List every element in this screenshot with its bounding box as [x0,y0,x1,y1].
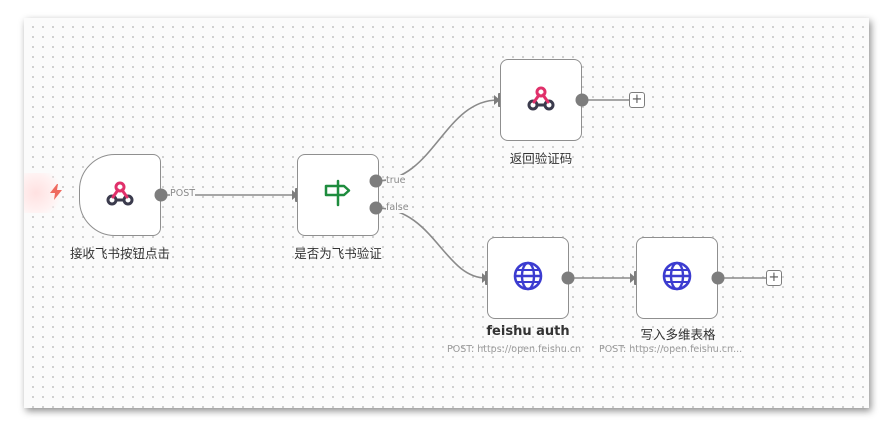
node-subtitle-write-table: POST: https://open.feishu.cn... [599,344,743,355]
edge-if-false-to-feishu-auth [375,207,487,279]
arrowhead-respond [494,95,500,105]
output-handle-respond[interactable] [575,93,589,107]
node-write-table[interactable] [636,237,718,319]
node-subtitle-feishu-auth: POST: https://open.feishu.cn [447,344,582,355]
node-webhook-trigger[interactable] [79,154,161,236]
node-label-respond: 返回验证码 [509,151,573,166]
node-feishu-auth[interactable] [487,237,569,319]
node-label-write-table: 写入多维表格 [640,327,716,342]
edge-label-post: POST [170,188,196,199]
workflow-canvas[interactable]: POST 接收飞书按钮点击 true false 是否为飞书验证 + [24,18,869,408]
node-respond[interactable] [500,59,582,141]
edge-label-false: false [386,202,409,213]
output-handle-if-true[interactable] [369,174,383,188]
node-label-webhook: 接收飞书按钮点击 [69,246,171,261]
add-node-button-write-table[interactable]: + [766,270,782,286]
add-node-button-respond[interactable]: + [629,92,645,108]
node-if[interactable] [297,154,379,236]
output-handle-webhook[interactable] [154,188,168,202]
webhook-icon [105,178,135,212]
lightning-icon [50,184,62,204]
output-handle-write-table[interactable] [711,271,725,285]
globe-icon [512,260,544,296]
output-handle-if-false[interactable] [369,201,383,215]
node-label-if: 是否为飞书验证 [294,246,382,261]
webhook-icon [526,83,556,117]
arrowhead-write-table [630,273,636,283]
signpost-icon [322,178,354,212]
node-label-feishu-auth: feishu auth [486,324,570,339]
edge-if-true-to-respond [375,99,499,182]
globe-icon [661,260,693,296]
output-handle-feishu-auth[interactable] [561,271,575,285]
edge-label-true: true [386,175,406,186]
